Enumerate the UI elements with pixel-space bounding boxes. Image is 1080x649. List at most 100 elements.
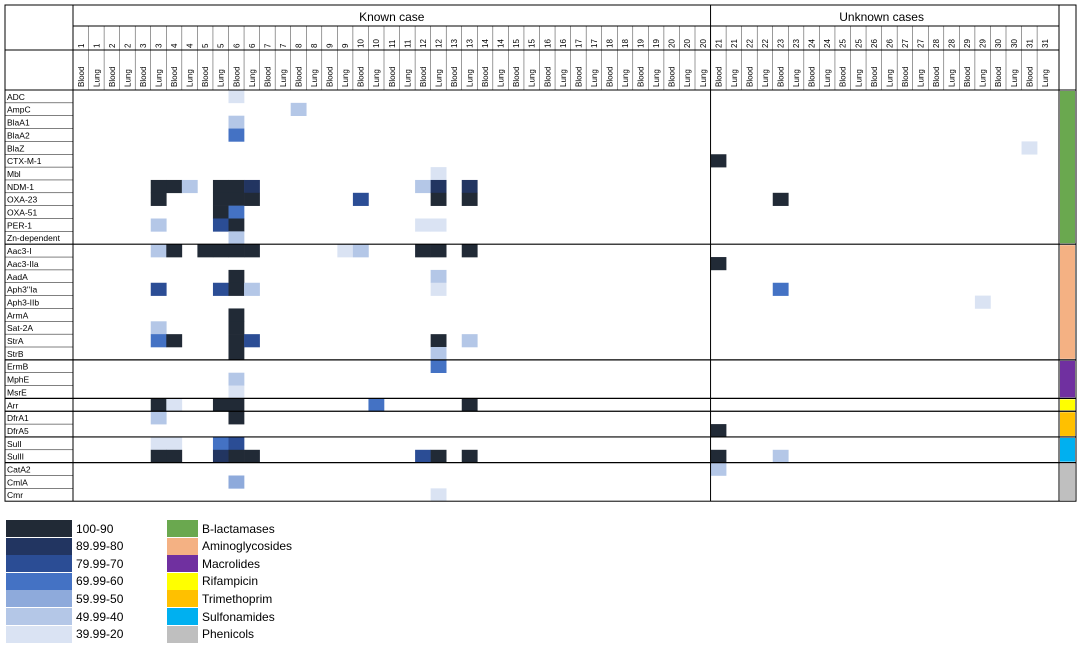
scale-swatch (6, 572, 72, 590)
heatmap-cell (228, 411, 245, 425)
class-bar-sulfonamides (1060, 437, 1075, 462)
heatmap-cell (228, 347, 245, 361)
case-number-label: 16 (543, 39, 552, 48)
heatmap-cell (166, 449, 183, 463)
scale-legend-item: 89.99-80 (6, 537, 123, 555)
site-label: Lung (652, 69, 661, 87)
scale-swatch (6, 608, 72, 625)
class-legend-item: Aminoglycosides (167, 537, 292, 555)
site-label: Blood (232, 67, 241, 87)
case-number-label: 8 (294, 43, 303, 48)
gene-label: BlaA2 (7, 130, 30, 140)
case-number-label: 31 (1025, 39, 1034, 48)
heatmap-cell (244, 282, 260, 296)
site-label: Blood (357, 67, 366, 87)
heatmap-cell (772, 192, 789, 206)
case-number-label: 3 (155, 43, 164, 48)
heatmap-cell (772, 449, 789, 463)
class-swatch (167, 590, 198, 608)
scale-legend-item: 69.99-60 (6, 572, 124, 590)
gene-label: MsrE (7, 387, 27, 397)
site-label: Blood (139, 67, 148, 87)
heatmap-cell (166, 334, 183, 348)
gene-label: BlaZ (7, 143, 24, 153)
gene-label: PER-1 (7, 220, 32, 230)
case-number-label: 12 (419, 39, 428, 48)
heatmap-cell (430, 488, 447, 502)
heatmap-cell (461, 334, 478, 348)
heatmap-cell (228, 282, 245, 296)
heatmap-cell (352, 244, 369, 258)
site-label: Blood (901, 67, 910, 87)
site-label: Lung (1041, 69, 1050, 87)
heatmap-cell (228, 115, 245, 129)
heatmap-cell (461, 398, 478, 412)
scale-label: 69.99-60 (76, 574, 124, 589)
case-number-label: 17 (574, 39, 583, 48)
case-number-label: 20 (683, 39, 692, 48)
gene-label: SulI (7, 439, 22, 449)
case-number-label: 10 (357, 39, 366, 48)
heatmap-cell (430, 244, 447, 258)
case-number-label: 7 (263, 43, 272, 48)
heatmap-cell (710, 449, 727, 463)
heatmap-cell (974, 295, 991, 309)
site-label: Lung (497, 69, 506, 87)
heatmap-cell (461, 192, 478, 206)
site-label: Lung (341, 69, 350, 87)
heatmap-cell (166, 398, 183, 412)
site-label: Lung (310, 69, 319, 87)
grid-frame (4, 4, 1077, 502)
heatmap-cell (212, 218, 229, 232)
heatmap-cell (710, 462, 727, 476)
heatmap-cell (212, 398, 229, 412)
heatmap-cell (197, 244, 214, 258)
site-label: Blood (605, 67, 614, 87)
case-number-label: 28 (948, 39, 957, 48)
heatmap-cell (228, 90, 245, 104)
gene-label: Arr (7, 400, 19, 410)
class-bar-macrolides (1060, 360, 1075, 398)
heatmap-cell (430, 282, 447, 296)
case-number-label: 20 (668, 39, 677, 48)
site-label: Lung (916, 69, 925, 87)
group-header-label: Unknown cases (839, 10, 924, 24)
heatmap-cell (430, 449, 447, 463)
heatmap-cell (228, 269, 245, 284)
heatmap-cell (150, 192, 167, 206)
case-number-label: 26 (870, 39, 879, 48)
case-number-label: 19 (652, 39, 661, 48)
site-label: Blood (870, 67, 879, 87)
case-number-label: 5 (201, 43, 210, 48)
case-number-label: 14 (481, 39, 490, 48)
site-label: Lung (621, 69, 630, 87)
class-label: B-lactamases (202, 521, 275, 536)
scale-legend-item: 79.99-70 (6, 555, 123, 573)
class-bar-aminoglycosides (1060, 245, 1075, 359)
gene-label: ErmB (7, 362, 29, 372)
site-label: Blood (388, 67, 397, 87)
site-label: Lung (559, 69, 568, 87)
site-label: Lung (730, 69, 739, 87)
gene-label: Zn-dependent (7, 233, 61, 243)
gene-label: SulII (7, 452, 24, 462)
heatmap-cell (415, 449, 431, 463)
heatmap-cell (337, 244, 354, 258)
gene-label: Aph3-IIb (7, 297, 39, 307)
site-label: Blood (481, 67, 490, 87)
class-label: Macrolides (202, 556, 261, 571)
heatmap-cell (368, 398, 385, 412)
heatmap-cell (1021, 141, 1038, 155)
scale-legend-item: 59.99-50 (6, 590, 123, 608)
heatmap-cell (228, 179, 245, 194)
heatmap-cell (228, 205, 245, 219)
site-label: Blood (543, 67, 552, 87)
heatmap-cell (244, 179, 260, 194)
case-number-label: 4 (186, 43, 195, 48)
heatmap-cell (430, 334, 447, 348)
heatmap-cell (228, 475, 245, 489)
case-number-label: 29 (979, 39, 988, 48)
case-number-label: 1 (77, 43, 86, 48)
